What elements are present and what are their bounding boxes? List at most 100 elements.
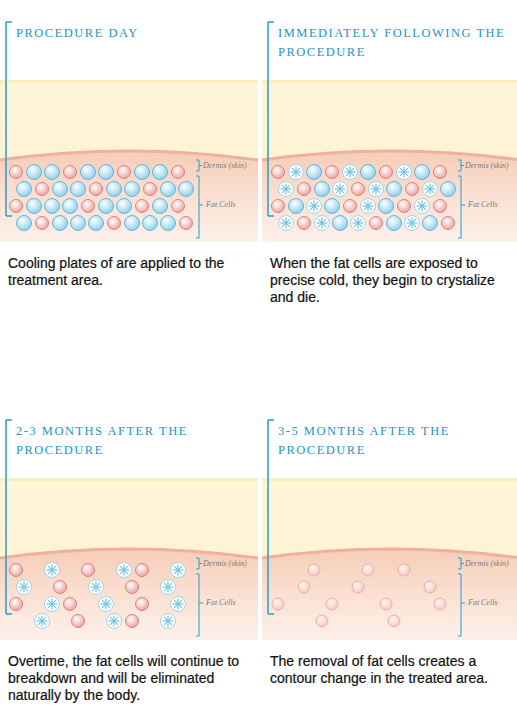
fat-cell [326,166,339,179]
layer-label: Fat Cells [206,200,236,210]
fat-cell [90,183,103,196]
crystal-spike [38,617,46,625]
fat-cell [17,182,32,197]
crystal-cell-body [117,563,132,578]
fat-cell [118,166,131,179]
fat-cell [361,165,376,180]
fat-cell [326,598,338,610]
crystal-cell-body [415,199,430,214]
panel-background [0,420,258,640]
crystal-spike [400,168,408,176]
crystal-cell-body [279,216,294,231]
layer-label: Fat Cells [468,598,498,608]
crystal-cell-body [161,614,176,629]
crystal-cell-body [99,597,114,612]
stage-heading: 3-5 MONTHS AFTER THE PROCEDURE [278,422,478,460]
crystal-spike [310,202,318,210]
crystal-cell [171,563,186,578]
layer-label: Dermis (skin) [465,161,509,171]
fat-cell [17,216,32,231]
fat-cell [307,165,322,180]
fat-cell [108,217,121,230]
fat-cell [298,217,311,230]
fat-cell [434,166,447,179]
fat-cell [53,182,68,197]
fat-cell [53,216,68,231]
crystal-cell [171,597,186,612]
crystal-cell [405,216,420,231]
fat-cell [387,182,402,197]
fat-cell [180,217,193,230]
fat-cell [10,200,23,213]
layer-label: Dermis (skin) [203,559,247,569]
fat-cell [272,166,285,179]
fat-cell [89,216,104,231]
crystal-cell [279,182,294,197]
crystal-spike [364,202,372,210]
fat-cell [10,166,23,179]
fat-cell [370,217,383,230]
fat-cell [64,598,77,611]
crystal-spike [282,219,290,227]
fat-cell [135,165,150,180]
crystal-cell [117,563,132,578]
fat-cell [71,216,86,231]
crystal-spike [426,185,434,193]
fat-cell [172,166,185,179]
crystal-spike [282,185,290,193]
crystal-spike [336,185,344,193]
fat-cell [126,615,139,628]
fat-cell [45,165,60,180]
crystal-cell [397,165,412,180]
panel-background [262,420,517,640]
fat-cell [316,615,328,627]
crystal-spike [48,600,56,608]
stage-caption: Cooling plates of are applied to the tre… [8,255,258,289]
fat-cell [380,598,392,610]
crystal-cell [333,182,348,197]
crystal-cell-body [369,182,384,197]
fat-cell [388,615,400,627]
crystal-spike [110,617,118,625]
fat-cell [10,564,23,577]
crystal-cell-body [45,563,60,578]
crystal-cell [315,216,330,231]
fat-cell [272,598,284,610]
crystal-cell [351,216,366,231]
crystal-cell [35,614,50,629]
layer-label: Fat Cells [468,200,498,210]
crystal-cell [89,580,104,595]
panel-background [262,22,517,242]
fat-cell [54,581,67,594]
fat-cell [82,564,95,577]
crystal-spike [372,185,380,193]
layer-label: Dermis (skin) [465,559,509,569]
crystal-cell [17,580,32,595]
fat-cell [81,165,96,180]
stage-caption: When the fat cells are exposed to precis… [270,255,517,306]
crystal-cell [423,182,438,197]
fat-cell [406,183,419,196]
fat-cell [161,182,176,197]
stage-heading: 2-3 MONTHS AFTER THE PROCEDURE [16,422,216,460]
stage-caption: The removal of fat cells creates a conto… [270,653,517,687]
fat-cell [161,216,176,231]
layer-label: Fat Cells [206,598,236,608]
crystal-spike [318,219,326,227]
stage-heading: IMMEDIATELY FOLLOWING THE PROCEDURE [278,24,517,62]
fat-cell [441,182,456,197]
fat-cell [315,182,330,197]
crystal-cell-body [351,216,366,231]
crystal-cell-body [333,182,348,197]
fat-cell [27,165,42,180]
fat-cell [117,199,132,214]
fat-cell [36,183,49,196]
crystal-spike [292,168,300,176]
fat-cell [424,581,436,593]
crystal-cell-body [289,165,304,180]
fat-cell [362,564,374,576]
crystal-spike [120,566,128,574]
fat-cell [99,199,114,214]
fat-cell [71,182,86,197]
